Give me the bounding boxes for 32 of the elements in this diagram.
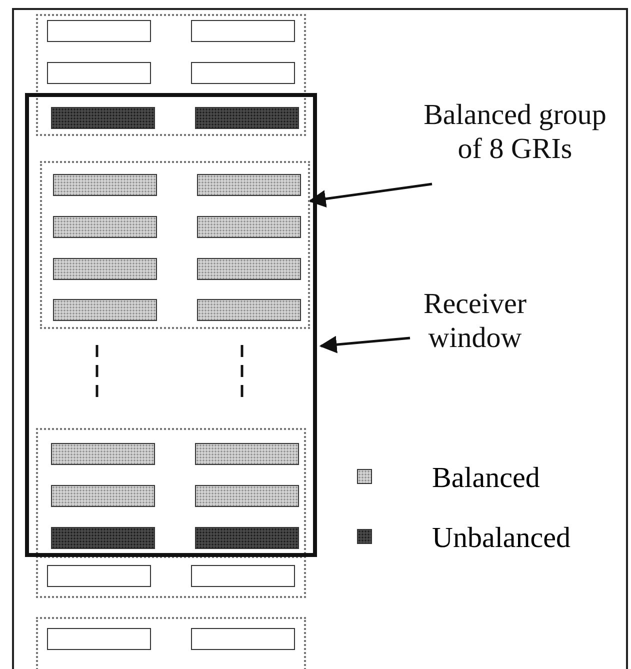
gri-bar [195, 527, 299, 549]
gri-bar [195, 107, 299, 129]
annotation-label: Balanced group of 8 GRIs [415, 98, 615, 170]
gri-bar [197, 216, 301, 238]
gri-bar [47, 62, 151, 84]
legend-label: Balanced [432, 463, 540, 493]
gri-bar [53, 258, 157, 280]
gri-bar [51, 107, 155, 129]
gri-bar [51, 443, 155, 465]
gri-bar [197, 258, 301, 280]
gri-bar [53, 216, 157, 238]
gri-bar [197, 299, 301, 321]
gri-bar [195, 443, 299, 465]
gri-bar [53, 174, 157, 196]
gri-bar [47, 20, 151, 42]
group-outline [40, 161, 310, 329]
gri-bar [191, 628, 295, 650]
gri-bar [197, 174, 301, 196]
gri-bar [191, 62, 295, 84]
gri-bar [47, 565, 151, 587]
arrow [319, 336, 410, 354]
gri-bar [195, 485, 299, 507]
receiver-window-frame [25, 93, 317, 557]
arrow [308, 182, 432, 208]
annotation-label: Receiver window [390, 287, 560, 359]
gri-bar [53, 299, 157, 321]
legend-label: Unbalanced [432, 523, 570, 553]
gri-bar [47, 628, 151, 650]
gri-bar [51, 527, 155, 549]
gri-bar [191, 565, 295, 587]
gri-bar [51, 485, 155, 507]
gri-bar [191, 20, 295, 42]
